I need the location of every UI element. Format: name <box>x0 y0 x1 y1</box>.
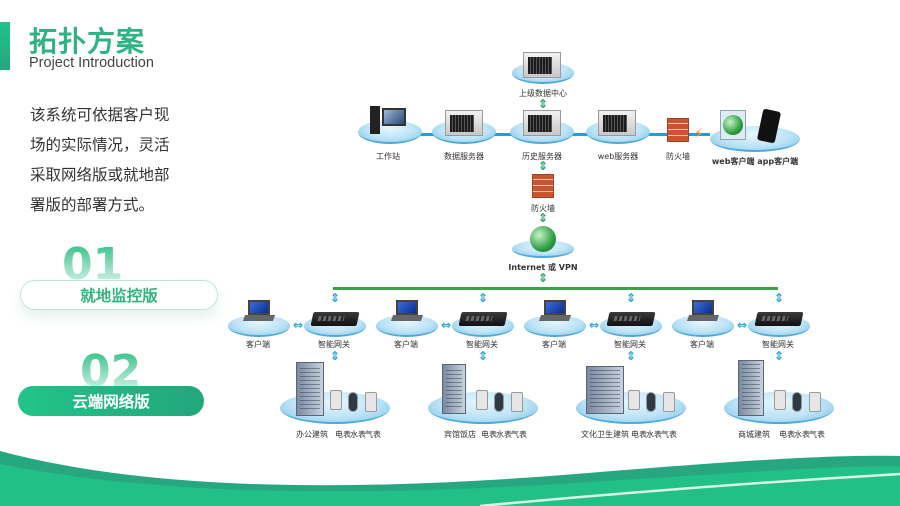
web-server-icon <box>598 110 636 136</box>
node-label: 历史服务器 <box>522 152 562 161</box>
meter-label: 气表 <box>511 430 527 439</box>
bidirectional-arrow-icon: ⇕ <box>330 349 341 363</box>
meter-label: 电表 <box>779 430 795 439</box>
title-accent-bar <box>0 22 10 70</box>
history-server-icon <box>523 110 561 136</box>
topology-diagram: 上级数据中心 ⇕ 工作站 数据服务器 历史服务器 web服务器 防火墙 ⚡ we… <box>220 40 840 445</box>
meter-label: 电表 <box>335 430 351 439</box>
firewall-icon <box>532 174 554 198</box>
data-server-icon <box>445 110 483 136</box>
node-label: 客户端 <box>246 340 270 349</box>
meter-label: 气表 <box>365 430 381 439</box>
bidirectional-arrow-icon: ⇔ <box>737 318 748 332</box>
meter-label: 水表 <box>646 430 662 439</box>
node-label: web服务器 <box>597 152 639 161</box>
bidirectional-arrow-icon: ⇕ <box>538 211 549 225</box>
workstation-icon <box>370 106 410 136</box>
node-label: 工作站 <box>376 152 400 161</box>
web-client-icon <box>720 110 746 140</box>
building-label: 办公建筑 <box>296 430 328 439</box>
firewall-icon <box>667 118 689 142</box>
node-label: Internet 或 VPN <box>508 263 578 272</box>
hotel-building-icon <box>442 364 466 414</box>
bidirectional-arrow-icon: ⇕ <box>478 291 489 305</box>
water-meter-icon <box>646 392 656 412</box>
description-line: 场的实际情况，灵活 <box>30 136 170 154</box>
node-label: 智能网关 <box>614 340 646 349</box>
smart-gateway-icon <box>458 312 508 326</box>
page-subtitle: Project Introduction <box>29 55 154 71</box>
meter-label: 气表 <box>661 430 677 439</box>
option-label: 就地监控版 <box>80 287 158 305</box>
electric-meter-icon <box>476 390 488 410</box>
description-line: 该系统可依据客户现 <box>30 106 170 124</box>
bidirectional-arrow-icon: ⇕ <box>626 349 637 363</box>
bidirectional-arrow-icon: ⇔ <box>293 318 304 332</box>
description-line: 署版的部署方式。 <box>30 196 155 214</box>
bidirectional-arrow-icon: ⇕ <box>330 291 341 305</box>
electric-meter-icon <box>628 390 640 410</box>
option-number-01: 01 <box>62 239 124 290</box>
gas-meter-icon <box>511 392 523 412</box>
node-label: 数据服务器 <box>444 152 484 161</box>
laptop-icon <box>538 300 572 322</box>
water-meter-icon <box>348 392 358 412</box>
meter-label: 电表 <box>631 430 647 439</box>
option-cloud-network[interactable]: 云端网络版 <box>18 386 204 416</box>
description-line: 采取网络版或就地部 <box>30 166 170 184</box>
laptop-icon <box>686 300 720 322</box>
meter-label: 气表 <box>809 430 825 439</box>
building-label: 文化卫生建筑 <box>581 430 629 439</box>
description: 该系统可依据客户现 场的实际情况，灵活 采取网络版或就地部 署版的部署方式。 <box>30 100 200 220</box>
bidirectional-arrow-icon: ⇕ <box>538 271 549 285</box>
node-label: 客户端 <box>542 340 566 349</box>
node-label: 防火墙 <box>666 152 690 161</box>
footer-wave-decoration <box>0 451 900 506</box>
node-label: 防火墙 <box>531 204 555 213</box>
bidirectional-arrow-icon: ⇕ <box>774 291 785 305</box>
meter-label: 电表 <box>481 430 497 439</box>
node-label: 智能网关 <box>466 340 498 349</box>
page-title: 拓扑方案 <box>29 25 146 58</box>
internet-globe-icon <box>530 226 556 252</box>
mall-building-icon <box>738 360 764 416</box>
node-label: 客户端 <box>690 340 714 349</box>
bidirectional-arrow-icon: ⇕ <box>626 291 637 305</box>
option-label: 云端网络版 <box>72 393 150 411</box>
electric-meter-icon <box>774 390 786 410</box>
meter-label: 水表 <box>350 430 366 439</box>
node-label: 智能网关 <box>318 340 350 349</box>
water-meter-icon <box>494 392 504 412</box>
node-label: 客户端 <box>394 340 418 349</box>
lightning-icon: ⚡ <box>694 126 704 142</box>
cultural-building-icon <box>586 366 624 414</box>
option-local-monitoring[interactable]: 就地监控版 <box>20 280 218 310</box>
building-label: 宾馆饭店 <box>444 430 476 439</box>
meter-label: 水表 <box>794 430 810 439</box>
laptop-icon <box>242 300 276 322</box>
bidirectional-arrow-icon: ⇕ <box>478 349 489 363</box>
office-building-icon <box>296 362 324 416</box>
gas-meter-icon <box>809 392 821 412</box>
bidirectional-arrow-icon: ⇔ <box>589 318 600 332</box>
bidirectional-arrow-icon: ⇕ <box>538 159 549 173</box>
water-meter-icon <box>792 392 802 412</box>
bidirectional-arrow-icon: ⇕ <box>774 349 785 363</box>
laptop-icon <box>390 300 424 322</box>
electric-meter-icon <box>330 390 342 410</box>
building-label: 商城建筑 <box>738 430 770 439</box>
node-label: 智能网关 <box>762 340 794 349</box>
smart-gateway-icon <box>606 312 656 326</box>
gas-meter-icon <box>365 392 377 412</box>
smart-gateway-icon <box>310 312 360 326</box>
smart-gateway-icon <box>754 312 804 326</box>
bidirectional-arrow-icon: ⇔ <box>441 318 452 332</box>
meter-label: 水表 <box>496 430 512 439</box>
gas-meter-icon <box>663 392 675 412</box>
data-center-server-icon <box>523 52 561 78</box>
node-label: 上级数据中心 <box>519 89 567 98</box>
bidirectional-arrow-icon: ⇕ <box>538 97 549 111</box>
network-bus-line <box>333 287 778 290</box>
node-label: web客户端 app客户端 <box>711 157 799 166</box>
